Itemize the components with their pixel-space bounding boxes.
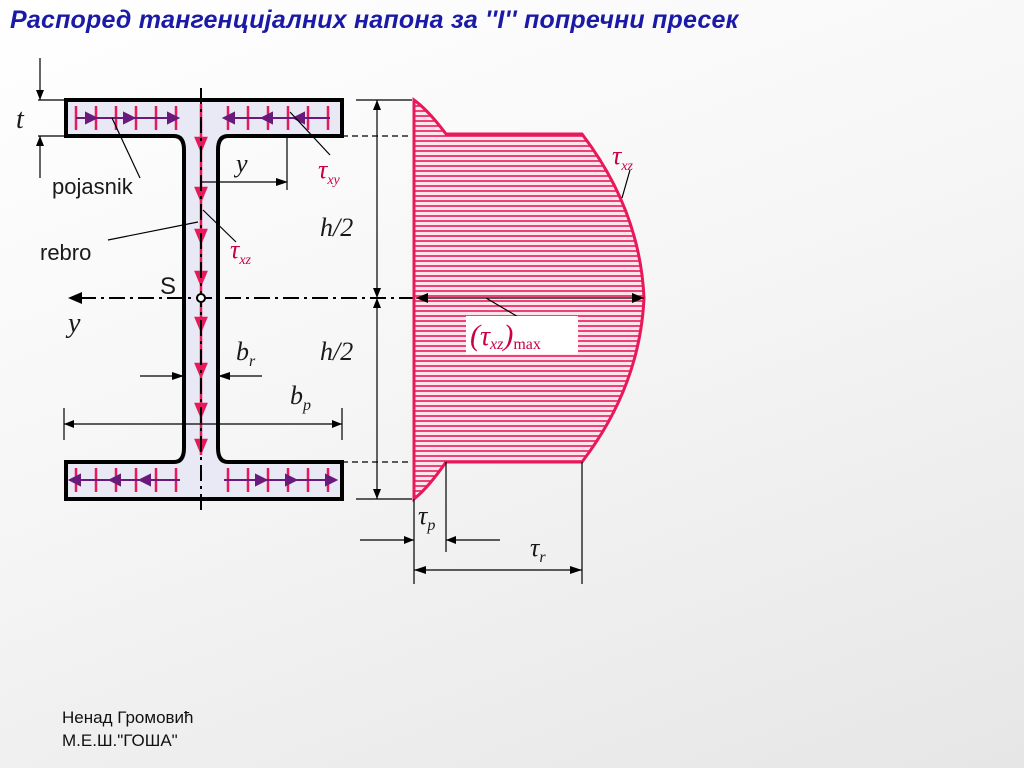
- footer-school: М.Е.Ш."ГОША": [62, 731, 178, 750]
- footer-author: Ненад Громовић: [62, 708, 194, 727]
- pojasnik-leader: [111, 117, 141, 179]
- centroid-label: S: [160, 273, 176, 300]
- y-coordinate-label: y: [233, 149, 248, 178]
- tau-xz-web-leader: [202, 209, 237, 243]
- br-label: br: [236, 337, 256, 370]
- br-dimension: [140, 372, 262, 380]
- t-label: t: [16, 104, 25, 135]
- shear-stress-distribution: [412, 97, 646, 503]
- tau-xz-web-label: τxz: [230, 235, 252, 268]
- max-stress-label-bg: [466, 316, 578, 354]
- top-flange-flow-arrows: [76, 111, 330, 125]
- footer: Ненад Громовић М.Е.Ш."ГОША": [62, 706, 194, 752]
- slide-title: Распоред тангенцијалних напона за ''I'' …: [10, 6, 739, 34]
- bp-label: bp: [290, 381, 311, 414]
- h-dimension: [342, 99, 412, 500]
- tau-p-label: τp: [418, 501, 435, 534]
- tau-xz-right-label: τxz: [612, 141, 634, 174]
- max-stress-arrow: [416, 293, 644, 319]
- tau-r-label: τr: [530, 533, 546, 566]
- h-half-top-label: h/2: [320, 213, 353, 242]
- rebro-label: rebro: [40, 240, 91, 265]
- tau-xz-right-leader: [621, 169, 631, 199]
- centroid-point: [196, 293, 206, 303]
- rebro-leader: [107, 221, 199, 241]
- bp-dimension: [63, 408, 343, 440]
- y-axis-label: y: [65, 308, 81, 339]
- tau-xy-leader: [289, 111, 331, 156]
- t-dimension: [36, 58, 64, 178]
- bottom-flange-flow-arrows: [67, 473, 339, 487]
- y-axis-arrowhead: [68, 292, 82, 304]
- pojasnik-label: pojasnik: [52, 174, 134, 199]
- max-stress-label: (τxz)max: [470, 319, 541, 353]
- tau-r-dimension: [414, 462, 583, 584]
- tau-xy-label: τxy: [318, 155, 341, 188]
- h-half-bottom-label: h/2: [320, 337, 353, 366]
